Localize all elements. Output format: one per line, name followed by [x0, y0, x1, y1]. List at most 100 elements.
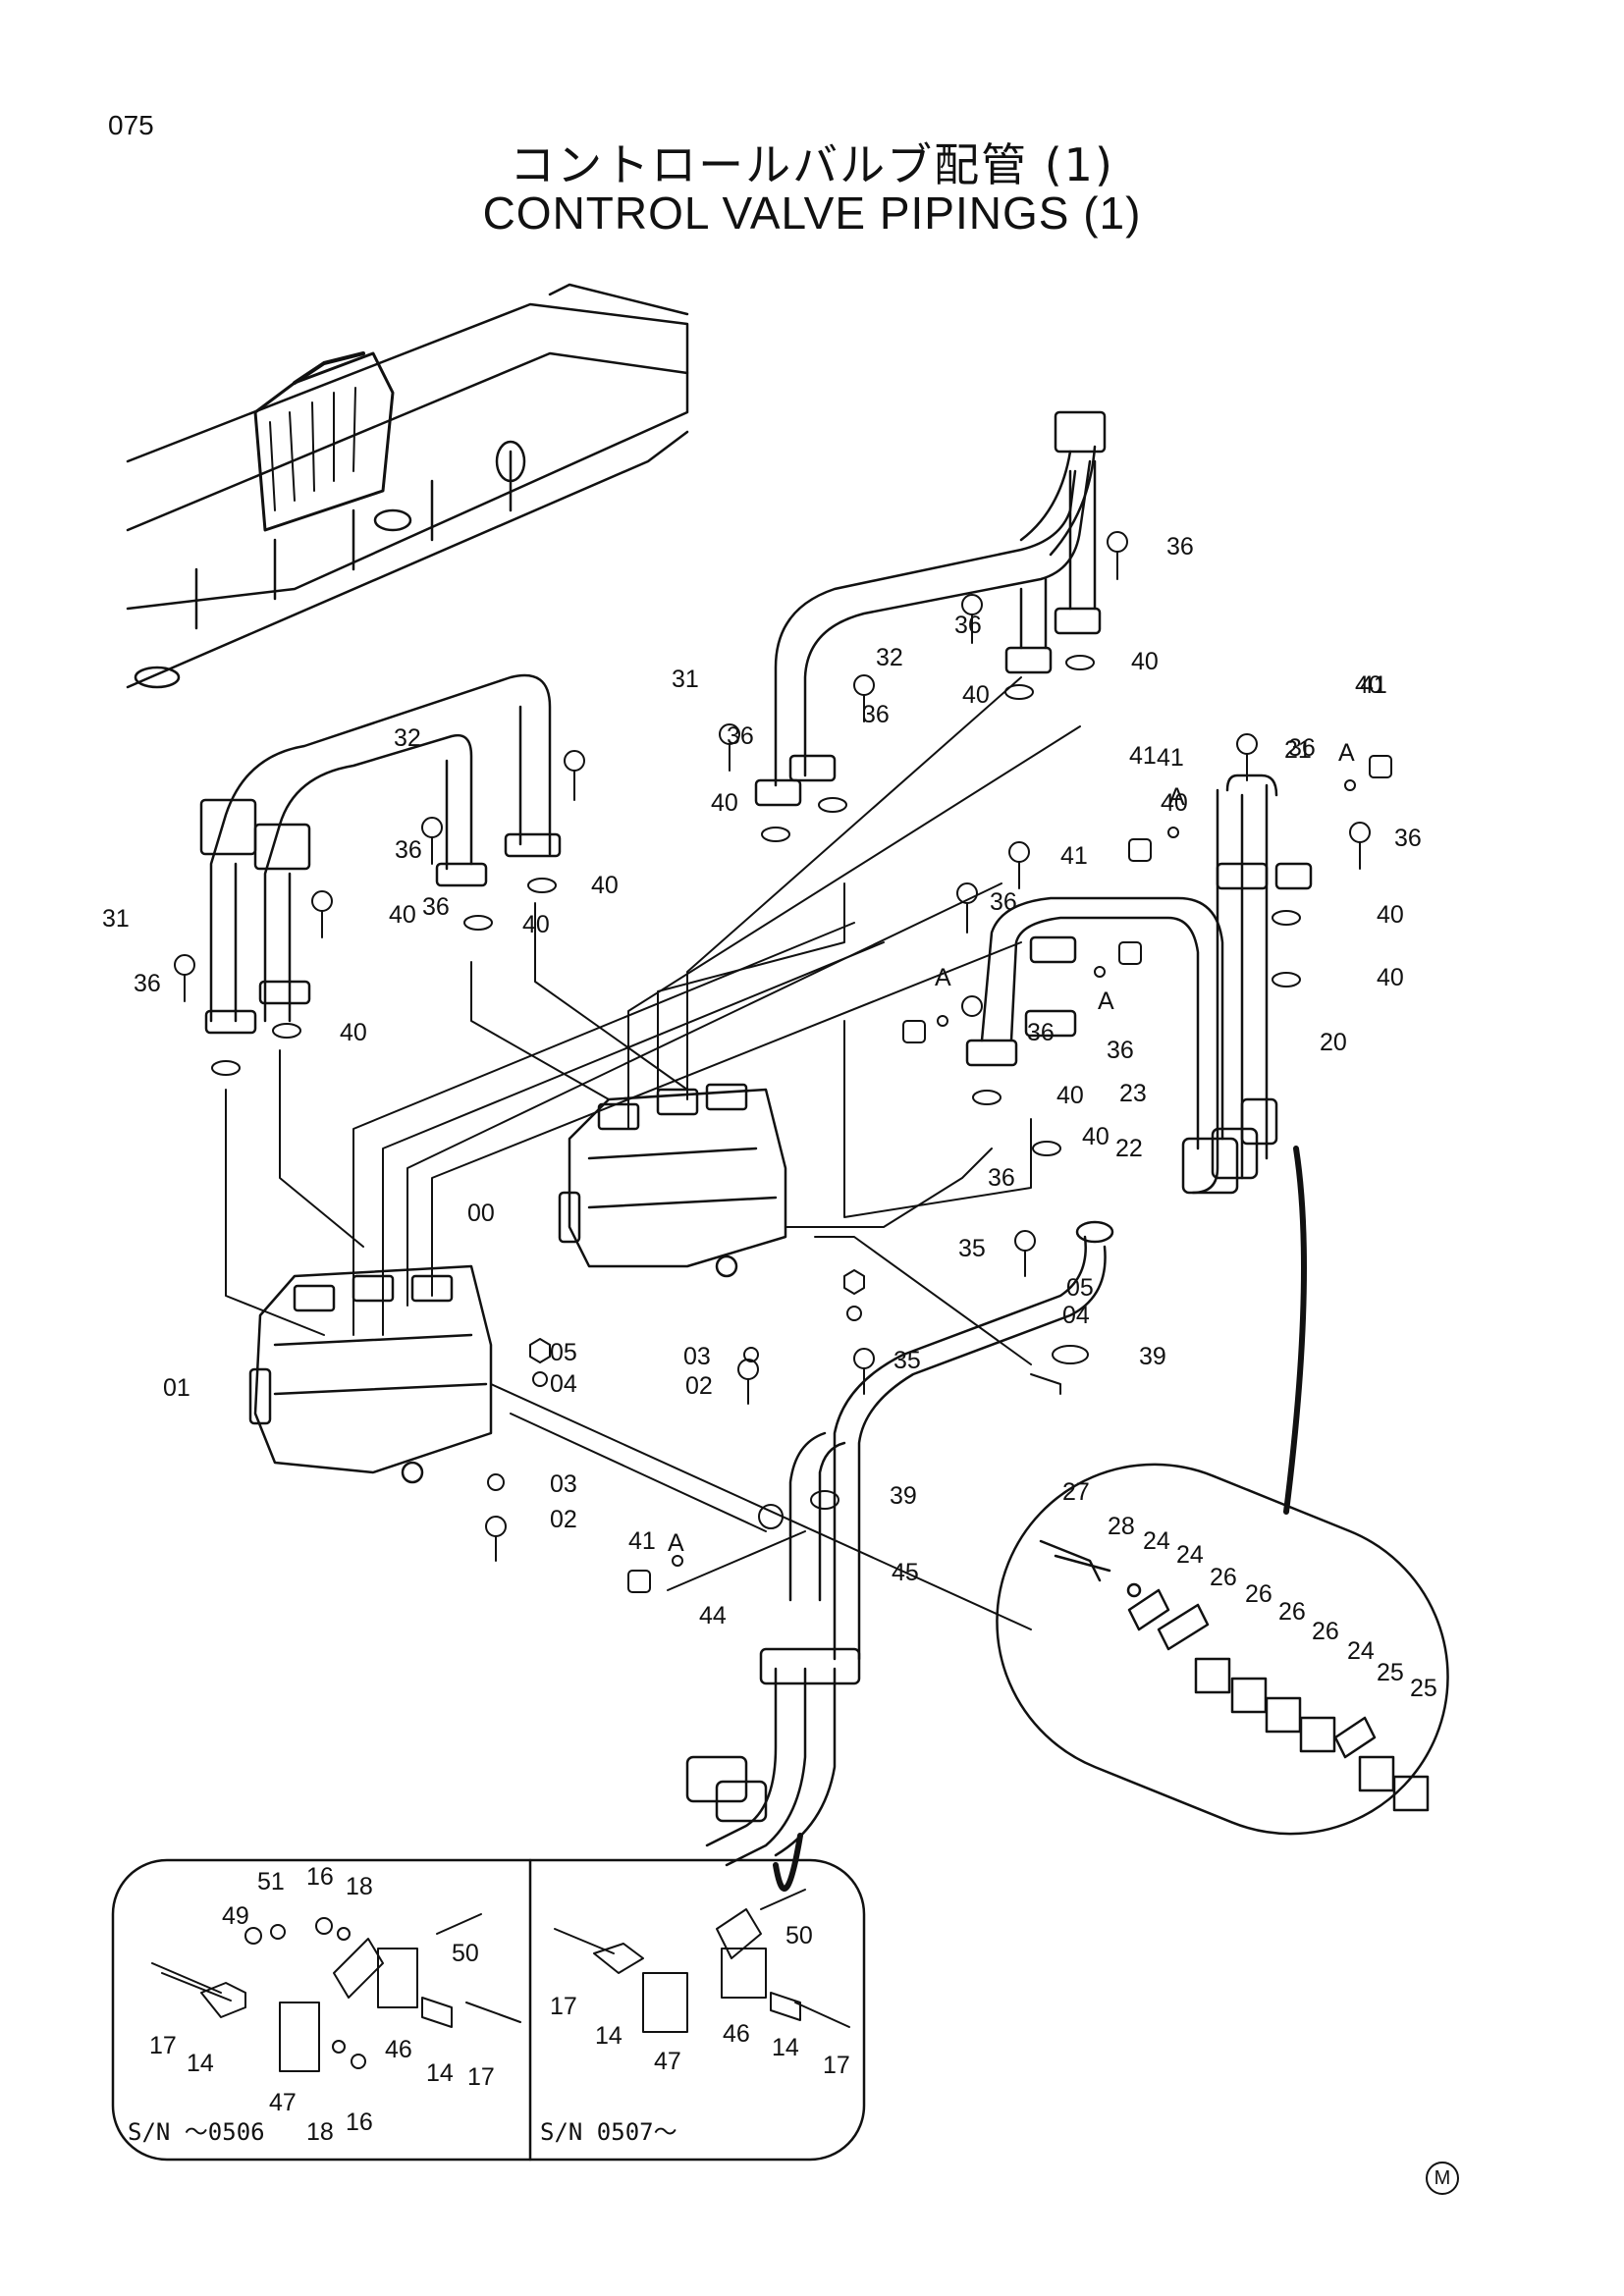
part-callout-31: 31: [672, 666, 699, 693]
o-rings-40: [211, 655, 1301, 1510]
part-callout-36: 36: [727, 722, 754, 750]
part-callout-35: 35: [893, 1347, 921, 1374]
part-callout-18: 18: [346, 1873, 373, 1900]
part-callout-50: 50: [785, 1922, 813, 1949]
title-japanese: コントロールバルブ配管 (1): [510, 138, 1114, 191]
part-callout-36: 36: [990, 888, 1017, 916]
part-callout-40: 40: [962, 681, 990, 709]
part-callout-16: 16: [306, 1863, 334, 1891]
part-callout-14: 14: [426, 2059, 454, 2087]
part-callout-14: 14: [595, 2022, 623, 2050]
part-callout-17: 17: [823, 2052, 850, 2079]
pipe-31-32-left: [199, 673, 562, 1035]
part-callout-36: 36: [1166, 533, 1194, 561]
part-callout-17: 17: [467, 2063, 495, 2091]
plugs-41: [627, 755, 1392, 1593]
part-callout-14: 14: [187, 2050, 214, 2077]
part-callout-40: 40: [591, 872, 619, 899]
part-callout-20: 20: [1320, 1029, 1347, 1056]
part-callout-44: 44: [699, 1602, 727, 1629]
part-callout-04: 04: [1062, 1302, 1090, 1329]
part-callout-36: 36: [862, 701, 890, 728]
part-callout-36: 36: [954, 612, 982, 639]
part-callout-41: 41: [1129, 742, 1157, 770]
part-callout-21: 21: [1284, 736, 1312, 764]
part-callout-41: 41: [628, 1527, 656, 1555]
part-callout-01: 01: [163, 1374, 190, 1402]
part-callout-05: 05: [1066, 1274, 1094, 1302]
part-callout-41: 41: [1360, 671, 1387, 699]
title-english: CONTROL VALVE PIPINGS (1): [482, 187, 1142, 239]
part-callout-47: 47: [269, 2089, 297, 2116]
part-callout-26: 26: [1312, 1618, 1339, 1645]
section-marker-a: A: [1098, 988, 1114, 1015]
part-callout-39: 39: [1139, 1343, 1166, 1370]
part-callout-47: 47: [654, 2048, 681, 2075]
part-callout-36: 36: [988, 1164, 1015, 1192]
part-callout-40: 40: [1131, 648, 1159, 675]
part-callout-36: 36: [1394, 825, 1422, 852]
part-callout-31: 31: [102, 905, 130, 933]
part-callout-36: 36: [422, 893, 450, 921]
part-callout-02: 02: [550, 1506, 577, 1533]
part-callout-26: 26: [1278, 1598, 1306, 1626]
part-callout-51: 51: [257, 1868, 285, 1896]
part-callout-36: 36: [134, 970, 161, 997]
part-callout-40: 40: [1056, 1082, 1084, 1109]
part-callout-22: 22: [1115, 1135, 1143, 1162]
part-callout-36: 36: [1027, 1019, 1055, 1046]
part-callout-25: 25: [1410, 1675, 1437, 1702]
bracket-detail-inset: [996, 1463, 1449, 1836]
part-callout-40: 40: [1377, 901, 1404, 929]
part-callout-40: 40: [1161, 789, 1188, 817]
part-callout-39: 39: [890, 1482, 917, 1510]
part-callout-26: 26: [1210, 1564, 1237, 1591]
part-callout-32: 32: [394, 724, 421, 752]
part-callout-23: 23: [1119, 1080, 1147, 1107]
part-callout-17: 17: [550, 1993, 577, 2020]
part-callout-40: 40: [340, 1019, 367, 1046]
part-callout-27: 27: [1062, 1478, 1090, 1506]
part-callout-41: 41: [1060, 842, 1088, 870]
pipe-39-44-45: [685, 1220, 1114, 1867]
part-callout-46: 46: [385, 2036, 412, 2063]
part-callout-04: 04: [550, 1370, 577, 1398]
part-callout-40: 40: [1082, 1123, 1110, 1150]
part-callout-03: 03: [683, 1343, 711, 1370]
section-marker-a: A: [935, 964, 951, 991]
part-callout-17: 17: [149, 2032, 177, 2059]
part-callout-40: 40: [711, 789, 738, 817]
pipe-20-21-22-23: [965, 774, 1313, 1195]
part-callout-36: 36: [1107, 1037, 1134, 1064]
part-callout-46: 46: [723, 2020, 750, 2048]
control-valve-01: [248, 1264, 493, 1484]
section-marker-a: A: [1338, 739, 1355, 767]
part-callout-40: 40: [389, 901, 416, 929]
inset-left-serial-label: S/N ～0506: [128, 2118, 265, 2146]
part-callout-35: 35: [958, 1235, 986, 1262]
part-callout-28: 28: [1108, 1513, 1135, 1540]
part-callout-40: 40: [1377, 964, 1404, 991]
part-callout-50: 50: [452, 1940, 479, 1967]
section-marker-a: A: [668, 1529, 684, 1557]
part-callout-14: 14: [772, 2034, 799, 2061]
part-callout-05: 05: [550, 1339, 577, 1366]
part-callout-26: 26: [1245, 1580, 1272, 1608]
part-callout-36: 36: [395, 836, 422, 864]
part-callout-18: 18: [306, 2118, 334, 2146]
trademark-symbol: M: [1426, 2162, 1459, 2195]
page-number: 075: [108, 110, 154, 140]
part-callout-24: 24: [1176, 1541, 1204, 1569]
part-callout-25: 25: [1377, 1659, 1404, 1686]
part-callout-45: 45: [892, 1559, 919, 1586]
part-callout-03: 03: [550, 1470, 577, 1498]
part-callout-24: 24: [1143, 1527, 1170, 1555]
part-callout-49: 49: [222, 1902, 249, 1930]
pipe-31-32-center: [754, 410, 1107, 807]
part-callout-40: 40: [1355, 671, 1382, 699]
bottom-insets: [111, 1858, 866, 2162]
part-callout-32: 32: [876, 644, 903, 671]
part-callout-41: 41: [1157, 744, 1184, 772]
